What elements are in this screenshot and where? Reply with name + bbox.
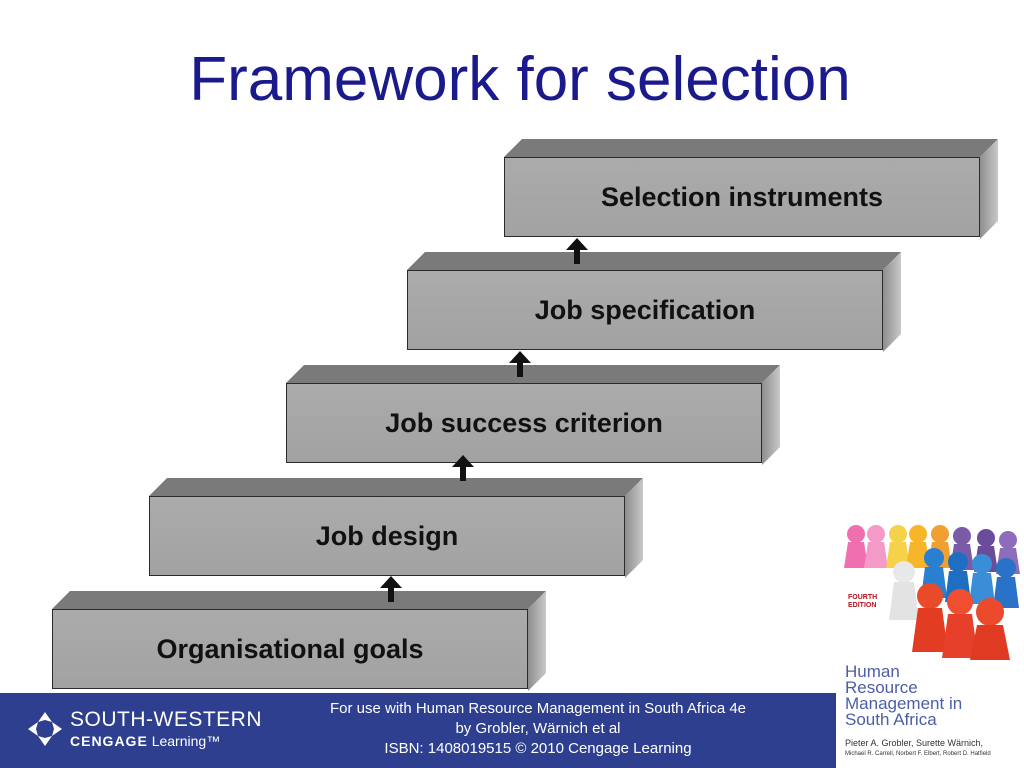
footer-line-3: ISBN: 1408019515 © 2010 Cengage Learning: [384, 740, 692, 757]
publisher-logo: SOUTH-WESTERN CENGAGE Learning™: [26, 708, 262, 756]
step-side-face: [762, 365, 780, 465]
book-cover: FOURTH EDITION Human Resource Management…: [836, 520, 1024, 768]
footer-line-2: by Grobler, Wärnich et al: [455, 720, 621, 737]
step-label: Selection instruments: [504, 157, 980, 237]
step-top-face: [504, 139, 998, 157]
book-authors: Pieter A. Grobler, Surette Wärnich, Mich…: [845, 738, 1023, 760]
step-side-face: [625, 478, 643, 578]
book-authors-line-2: Michael R. Carrell, Norbert F. Elbert, R…: [845, 751, 991, 757]
book-edition: FOURTH EDITION: [848, 594, 878, 609]
step-job-design: Job design: [149, 478, 643, 578]
step-top-face: [286, 365, 780, 383]
footer-line-1: For use with Human Resource Management i…: [329, 700, 747, 717]
step-job-specification: Job specification: [407, 252, 901, 352]
slide-title: Framework for selection: [189, 45, 851, 114]
logo-subline: CENGAGE Learning™: [70, 733, 220, 749]
book-authors-line-1: Pieter A. Grobler, Surette Wärnich,: [845, 738, 984, 748]
step-top-face: [149, 478, 643, 496]
step-top-face: [407, 252, 901, 270]
arrow-up-icon: [566, 238, 588, 264]
step-label: Job success criterion: [286, 383, 762, 463]
step-side-face: [883, 252, 901, 352]
arrow-up-icon: [452, 455, 474, 481]
logo-brand: CENGAGE: [70, 733, 148, 749]
cengage-logo-icon: [28, 712, 62, 746]
arrow-up-icon: [380, 576, 402, 602]
step-job-success-criterion: Job success criterion: [286, 365, 780, 465]
logo-trademark: ™: [206, 733, 221, 749]
step-top-face: [52, 591, 546, 609]
step-side-face: [980, 139, 998, 239]
game-pieces-image: [844, 525, 1020, 660]
logo-learning: Learning: [151, 733, 207, 749]
step-label: Job specification: [407, 270, 883, 350]
step-side-face: [528, 591, 546, 691]
step-organisational-goals: Organisational goals: [52, 591, 546, 691]
step-label: Organisational goals: [52, 609, 528, 689]
logo-wordmark: SOUTH-WESTERN: [70, 708, 262, 731]
arrow-up-icon: [509, 351, 531, 377]
step-label: Job design: [149, 496, 625, 576]
footer-citation: For use with Human Resource Management i…: [268, 699, 808, 759]
step-selection-instruments: Selection instruments: [504, 139, 998, 239]
book-title: Human Resource Management in South Afric…: [845, 662, 963, 729]
